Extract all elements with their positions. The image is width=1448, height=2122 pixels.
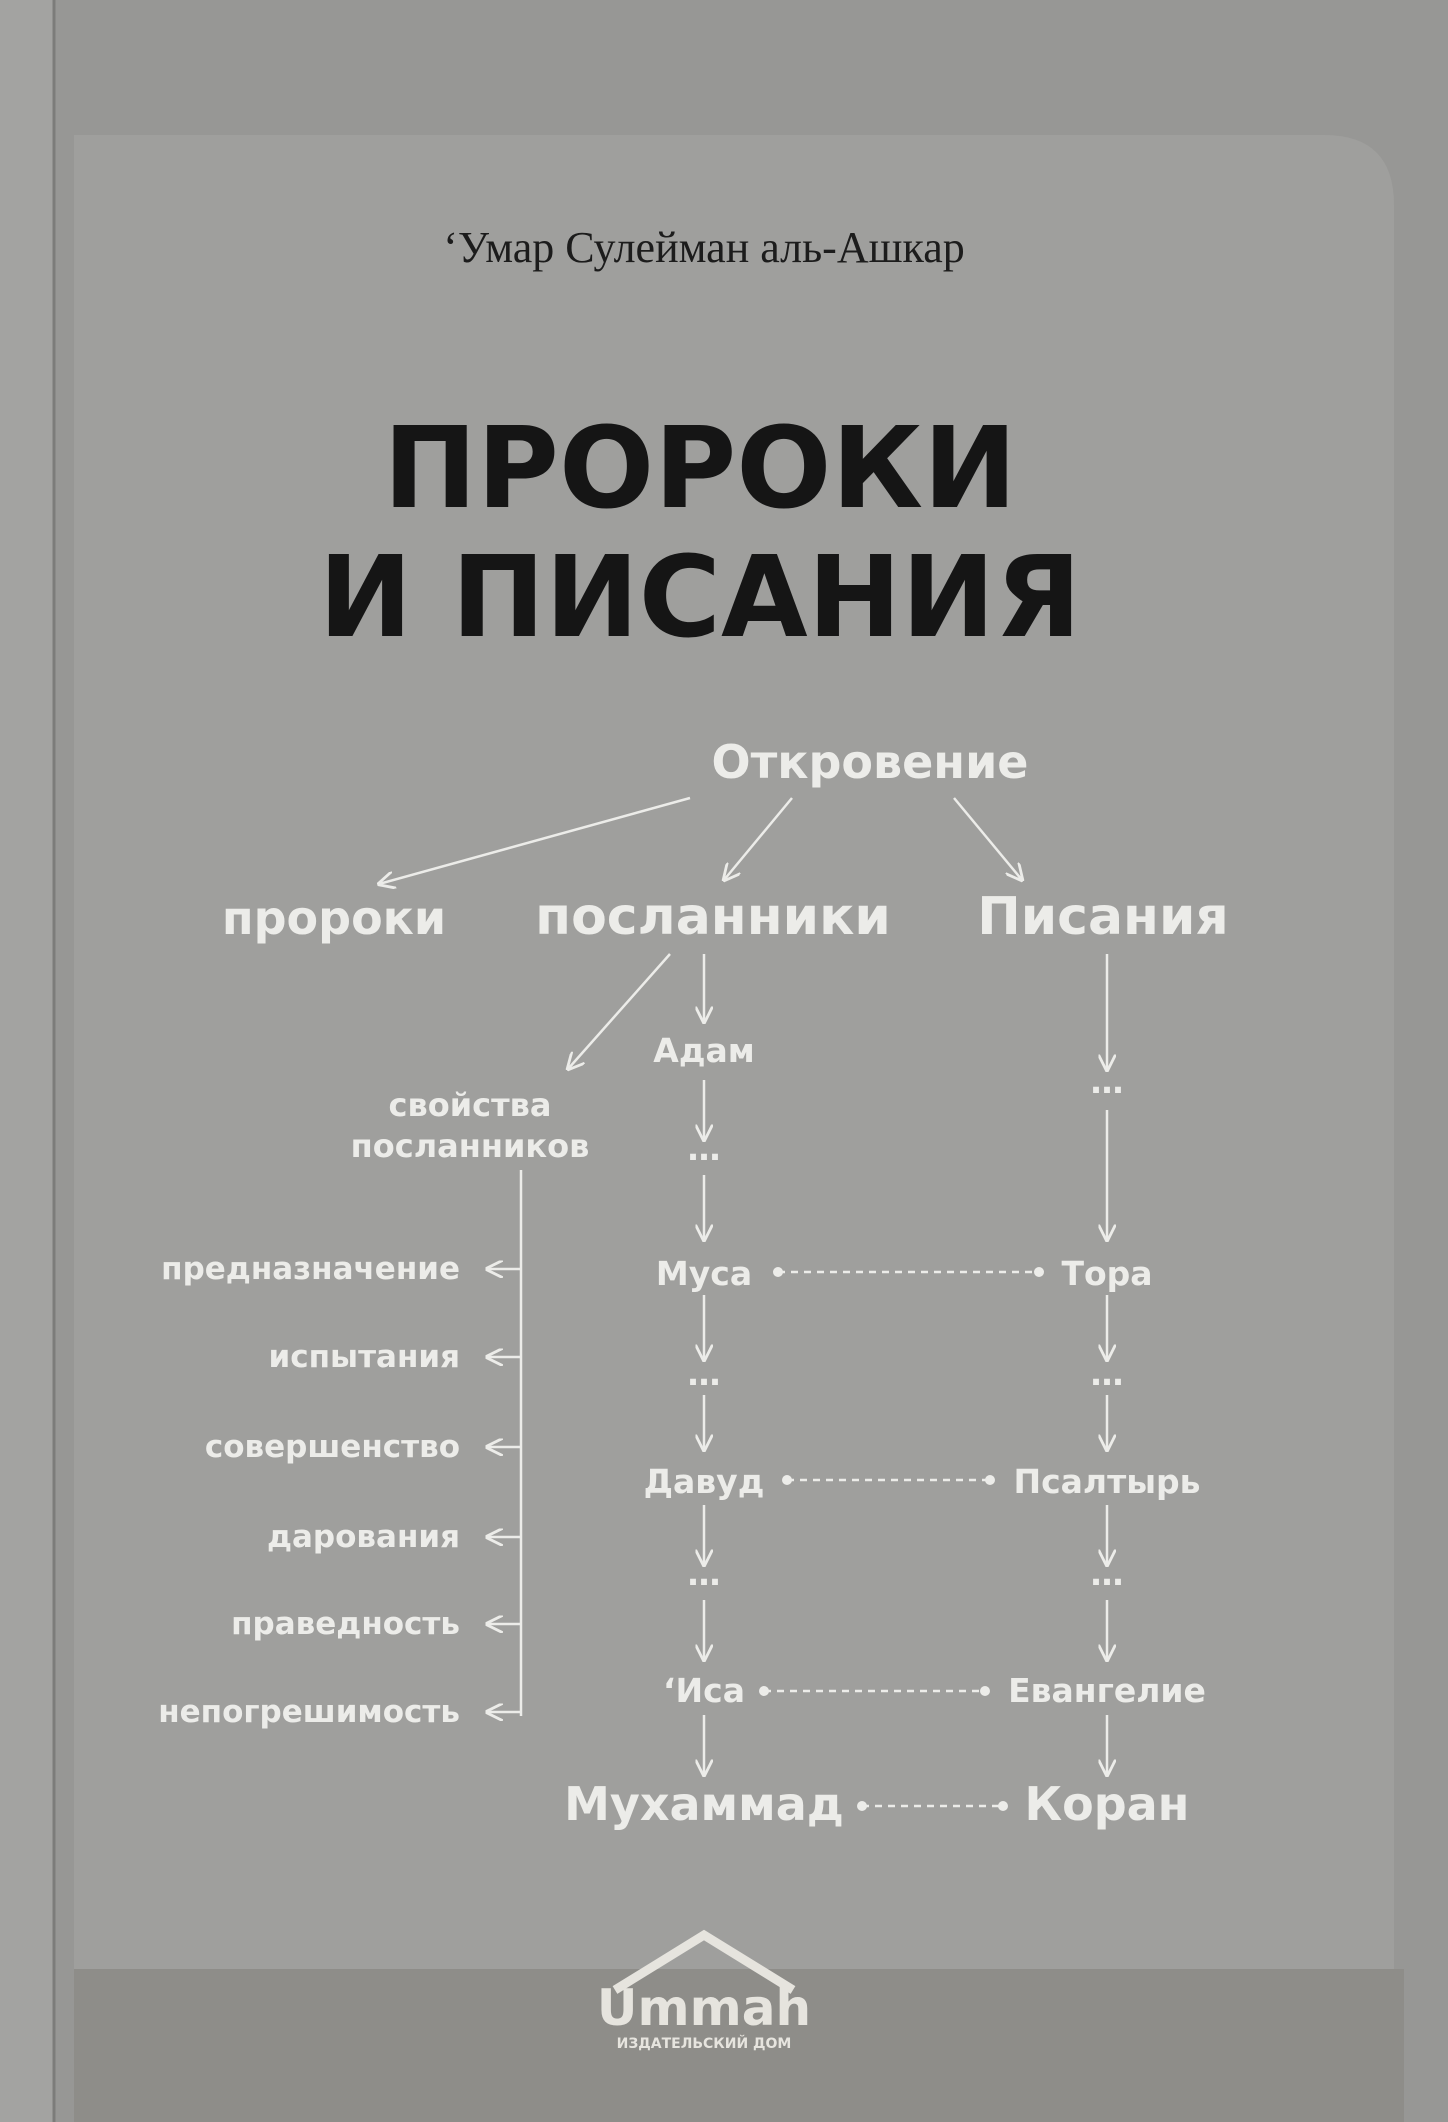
prophets-label: пророки: [222, 891, 446, 945]
attribute-label: дарования: [267, 1519, 460, 1555]
scripture-item: Тора: [1061, 1254, 1152, 1293]
scriptures-label: Писания: [977, 887, 1229, 947]
publisher-name: Ummah: [597, 1979, 811, 2037]
scripture-item: Евангелие: [1008, 1671, 1206, 1710]
messenger-item: ‘Иса: [663, 1671, 745, 1710]
scripture-item: Коран: [1025, 1777, 1190, 1831]
attributes-heading-2: посланников: [351, 1127, 590, 1165]
attribute-label: предназначение: [161, 1251, 460, 1287]
publisher-subtitle: ИЗДАТЕЛЬСКИЙ ДОМ: [617, 2035, 792, 2052]
messenger-item: Муса: [656, 1254, 752, 1293]
attributes-heading-1: свойства: [389, 1086, 552, 1124]
revelation-diagram: Откровение пророки посланники Писания св…: [158, 735, 1229, 1831]
messengers-label: посланники: [535, 887, 891, 947]
title-line-2: И ПИСАНИЯ: [319, 533, 1082, 663]
author-name: ‘Умар Сулейман аль-Ашкар: [443, 223, 964, 272]
bottom-band: [74, 1969, 1404, 2122]
publisher-logo: Ummah ИЗДАТЕЛЬСКИЙ ДОМ: [597, 1929, 811, 2052]
cover-panel: [74, 135, 1394, 1969]
scripture-item: Псалтырь: [1013, 1462, 1200, 1501]
attribute-label: испытания: [269, 1339, 460, 1375]
messenger-item: Мухаммад: [564, 1777, 844, 1831]
attribute-label: праведность: [231, 1606, 460, 1642]
messenger-item: Адам: [653, 1031, 754, 1070]
messenger-item: Давуд: [644, 1462, 765, 1501]
root-label: Откровение: [711, 735, 1028, 789]
attribute-label: непогрешимость: [158, 1694, 460, 1730]
title-line-1: ПРОРОКИ: [383, 404, 1017, 534]
scripture-item: …: [1091, 1062, 1124, 1101]
book-spine: [0, 0, 54, 2122]
attribute-label: совершенство: [205, 1429, 460, 1465]
